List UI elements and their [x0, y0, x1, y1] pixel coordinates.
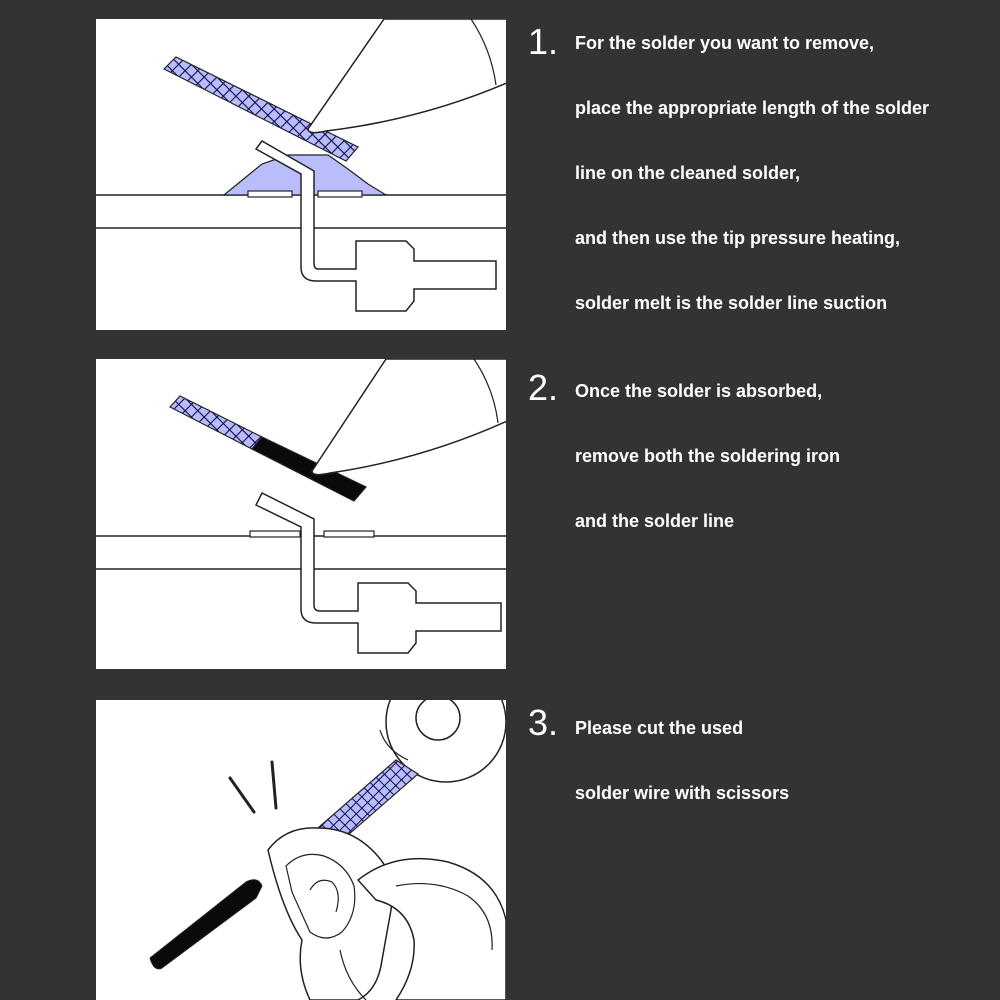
soldering-iron-tip — [307, 19, 506, 134]
step-line: place the appropriate length of the sold… — [575, 98, 930, 118]
pad-left — [247, 190, 293, 198]
step-number: 1. — [528, 21, 559, 62]
solder-wick-diagram-1 — [96, 19, 506, 312]
cutter-detail — [309, 879, 339, 913]
component-lead — [254, 140, 497, 312]
step-2-illustration — [96, 359, 506, 669]
solder-wick-clean — [169, 395, 263, 450]
step-number: 3. — [528, 702, 559, 743]
soldering-iron-tip — [311, 359, 506, 476]
step-line: solder wire with scissors — [575, 783, 790, 803]
cut-used-wick — [149, 879, 263, 970]
step-line: solder melt is the solder line suction — [575, 293, 888, 313]
motion-line-1 — [228, 776, 256, 814]
step-1-illustration — [96, 19, 506, 330]
cutter-handle — [356, 857, 506, 1000]
motion-line-2 — [270, 760, 278, 810]
handle-lower-line — [339, 949, 367, 1000]
component-lead — [254, 491, 502, 654]
scissors-cut-diagram — [149, 700, 506, 1000]
iron-edge-line — [470, 19, 497, 86]
step-3-illustration — [96, 700, 506, 1000]
spool-edge — [379, 729, 409, 761]
pad-right — [317, 190, 363, 198]
pad-left — [249, 530, 301, 538]
step-line: Once the solder is absorbed, — [575, 381, 823, 401]
iron-edge-line — [473, 359, 499, 424]
spool-hole — [415, 700, 461, 741]
step-line: and the solder line — [575, 511, 735, 531]
step-line: Please cut the used — [575, 718, 744, 738]
step-line: line on the cleaned solder, — [575, 163, 801, 183]
solder-wick-used — [251, 436, 367, 502]
cutter-jaw — [285, 853, 356, 939]
solder-wick — [162, 56, 359, 162]
pad-right — [323, 530, 375, 538]
step-number: 2. — [528, 367, 559, 408]
step-line: For the solder you want to remove, — [575, 33, 875, 53]
step-line: remove both the soldering iron — [575, 446, 841, 466]
step-line: and then use the tip pressure heating, — [575, 228, 901, 248]
solder-wick-diagram-2 — [96, 359, 506, 654]
handle-inner-line — [395, 882, 493, 951]
